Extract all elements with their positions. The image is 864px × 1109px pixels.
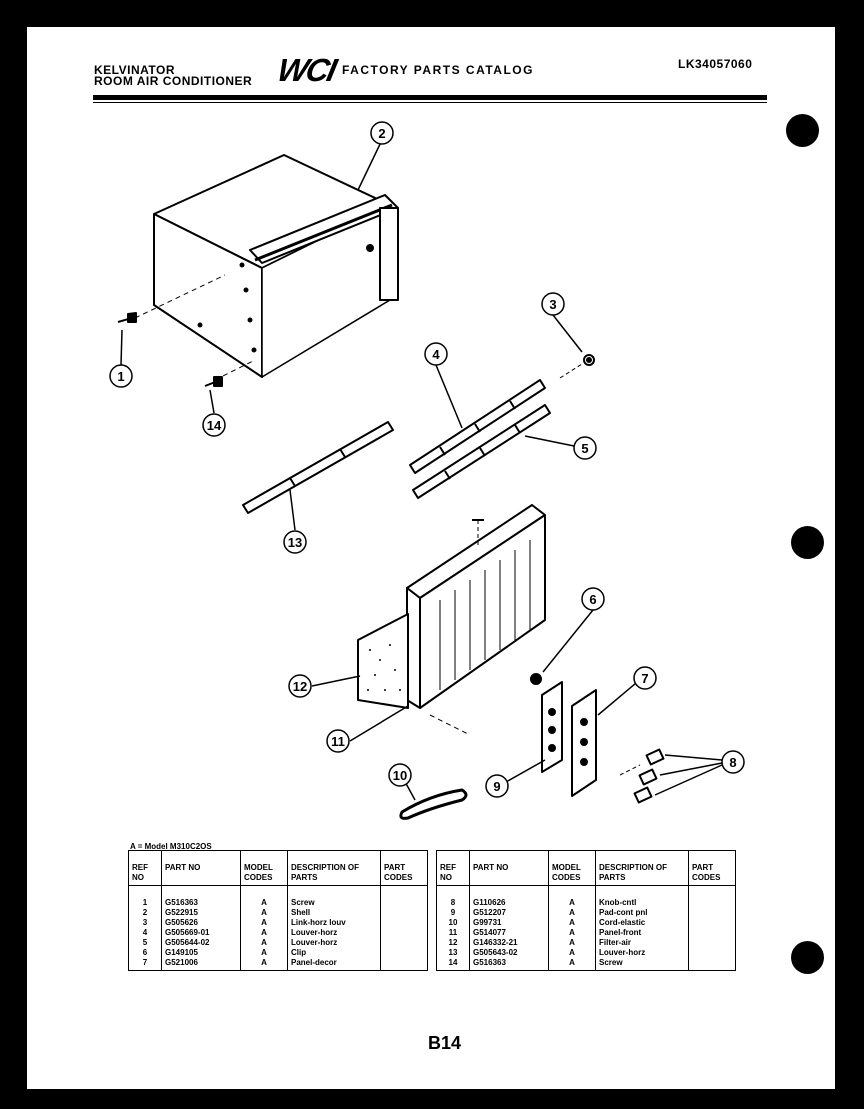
part-screw-14 bbox=[204, 376, 223, 387]
part-knob-cluster bbox=[429, 673, 542, 736]
table-header-row: REF NO PART NO MODEL CODES DESCRIPTION O… bbox=[436, 850, 736, 886]
callouts: 2 1 14 3 4 5 13 6 7 12 11 8 9 10 bbox=[109, 121, 745, 798]
svg-text:6: 6 bbox=[589, 592, 596, 607]
callout-4: 4 bbox=[424, 342, 448, 366]
callout-11: 11 bbox=[326, 729, 350, 753]
svg-text:2: 2 bbox=[378, 126, 385, 141]
svg-text:12: 12 bbox=[293, 679, 307, 694]
callout-6: 6 bbox=[581, 587, 605, 611]
catalog-title: FACTORY PARTS CATALOG bbox=[342, 63, 534, 77]
svg-text:4: 4 bbox=[432, 347, 440, 362]
callout-8: 8 bbox=[721, 750, 745, 774]
svg-text:7: 7 bbox=[641, 671, 648, 686]
model-note: A = Model M310C2OS bbox=[130, 842, 212, 851]
part-link-3 bbox=[559, 354, 595, 379]
parts-table-right: REF NO PART NO MODEL CODES DESCRIPTION O… bbox=[436, 850, 736, 971]
col-ref-no: REF NO bbox=[128, 850, 162, 886]
callout-2: 2 bbox=[370, 121, 394, 145]
svg-text:14: 14 bbox=[207, 418, 222, 433]
part-louver-4 bbox=[409, 379, 546, 474]
binder-hole-top bbox=[786, 114, 819, 147]
callout-5: 5 bbox=[573, 436, 597, 460]
col-part-codes: PART CODES bbox=[380, 850, 428, 886]
part-louver-13 bbox=[242, 421, 394, 514]
leader-lines bbox=[120, 139, 723, 801]
callout-10: 10 bbox=[388, 763, 412, 787]
svg-text:13: 13 bbox=[288, 535, 302, 550]
part-panel-decor bbox=[571, 689, 597, 797]
brand-title: KELVINATOR ROOM AIR CONDITIONER bbox=[94, 63, 253, 88]
brand-line-1: KELVINATOR bbox=[94, 63, 176, 77]
header-rule bbox=[93, 95, 767, 100]
callout-12: 12 bbox=[288, 674, 312, 698]
table-header-row: REF NO PART NO MODEL CODES DESCRIPTION O… bbox=[128, 850, 428, 886]
callout-7: 7 bbox=[633, 666, 657, 690]
col-description: DESCRIPTION OF PARTS bbox=[287, 850, 381, 886]
svg-text:10: 10 bbox=[393, 768, 407, 783]
part-elastic-cord bbox=[399, 788, 468, 820]
catalog-code: LK34057060 bbox=[678, 57, 753, 71]
svg-text:11: 11 bbox=[331, 734, 345, 749]
part-shell bbox=[134, 154, 399, 381]
col-part-no: PART NO bbox=[161, 850, 241, 886]
svg-text:5: 5 bbox=[581, 441, 588, 456]
svg-text:1: 1 bbox=[117, 369, 124, 384]
brand-line-2: ROOM AIR CONDITIONER bbox=[94, 74, 253, 88]
part-pad-control-panel bbox=[541, 681, 563, 773]
header-rule-thin bbox=[93, 102, 767, 103]
col-description: DESCRIPTION OF PARTS bbox=[595, 850, 689, 886]
part-louver-5 bbox=[412, 404, 551, 499]
svg-text:9: 9 bbox=[493, 779, 500, 794]
callout-13: 13 bbox=[283, 530, 307, 554]
part-front-panel bbox=[406, 504, 546, 709]
callout-14: 14 bbox=[202, 413, 226, 437]
binder-hole-bottom bbox=[791, 941, 824, 974]
binder-hole-middle bbox=[791, 526, 824, 559]
col-part-no: PART NO bbox=[469, 850, 549, 886]
callout-9: 9 bbox=[485, 774, 509, 798]
callout-3: 3 bbox=[541, 292, 565, 316]
page-number: B14 bbox=[428, 1033, 462, 1053]
col-part-codes: PART CODES bbox=[688, 850, 736, 886]
col-model-codes: MODEL CODES bbox=[240, 850, 288, 886]
callout-1: 1 bbox=[109, 364, 133, 388]
part-screw-1 bbox=[117, 312, 137, 323]
parts-table-left: REF NO PART NO MODEL CODES DESCRIPTION O… bbox=[128, 850, 428, 971]
part-filter bbox=[357, 613, 409, 709]
part-knobs bbox=[619, 748, 665, 804]
svg-text:3: 3 bbox=[549, 297, 556, 312]
col-model-codes: MODEL CODES bbox=[548, 850, 596, 886]
col-ref-no: REF NO bbox=[436, 850, 470, 886]
svg-text:8: 8 bbox=[729, 755, 736, 770]
